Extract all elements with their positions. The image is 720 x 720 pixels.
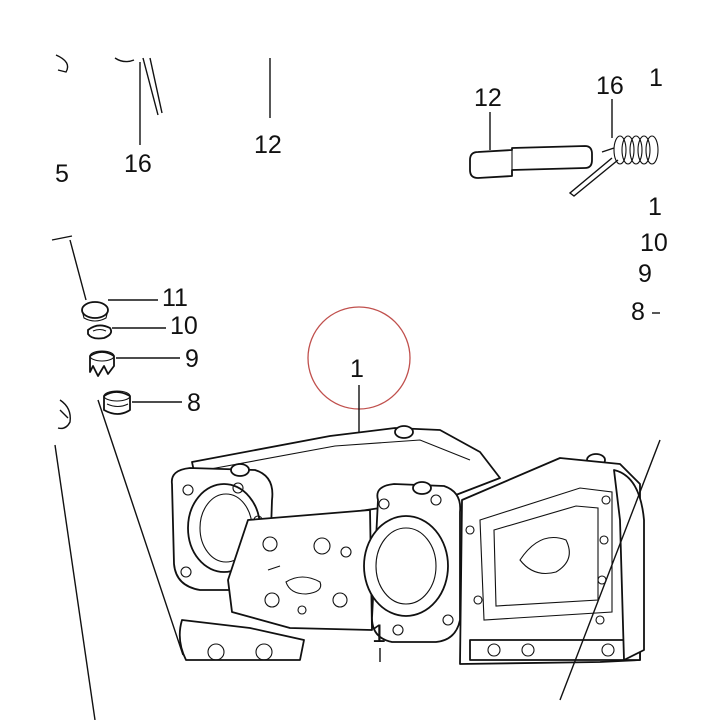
assembly-axis-line — [69, 239, 184, 656]
callout-9: 9 — [185, 345, 199, 373]
clip-ring-part-10 — [87, 324, 113, 340]
callout-1-bottom: 1 — [372, 620, 386, 648]
callout-1-right-edge: 1 — [648, 193, 662, 221]
axis-tick-left — [51, 235, 73, 241]
callout-9-right-edge: 9 — [638, 260, 652, 288]
callout-16-top-left: 16 — [124, 150, 152, 178]
pin-part-12 — [469, 145, 593, 179]
callout-16-top-right: 16 — [596, 72, 624, 100]
leader-right-diagonal — [559, 439, 661, 701]
carburetor-housing-part-1 — [170, 425, 645, 665]
callout-5-left-partial: 5 — [55, 160, 69, 188]
spring-wire-top-left — [55, 54, 163, 116]
torsion-spring-part-16 — [568, 135, 659, 197]
callout-8-right-edge: 8 — [631, 298, 645, 326]
callout-1-right-edge-top: 1 — [649, 64, 663, 92]
partial-part-left-edge — [57, 399, 71, 430]
callout-8: 8 — [187, 389, 201, 417]
callout-11: 11 — [162, 284, 188, 312]
cap-part-11 — [81, 301, 109, 322]
callout-10: 10 — [170, 312, 198, 340]
axis-guide-left — [54, 444, 96, 720]
grommet-part-8 — [103, 390, 131, 415]
callout-1-main: 1 — [350, 355, 364, 383]
valve-insert-part-9 — [89, 350, 115, 377]
callout-10-right-edge: 10 — [640, 229, 668, 257]
callout-12-top-right: 12 — [474, 84, 502, 112]
callout-12-top-center: 12 — [254, 131, 282, 159]
